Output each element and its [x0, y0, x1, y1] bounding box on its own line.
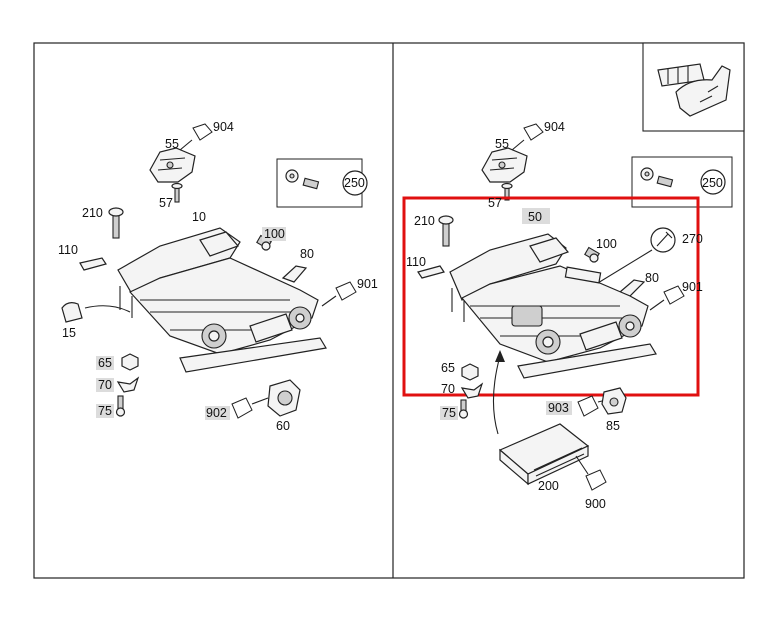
seat-switch-icon	[657, 63, 731, 117]
connector-904-right	[511, 123, 544, 151]
control-module-200	[498, 423, 590, 486]
bracket-80	[281, 265, 308, 283]
label-75-right: 75	[442, 406, 456, 420]
part-85	[601, 387, 627, 415]
label-65-bg	[96, 356, 114, 370]
bolt-210-right	[438, 215, 454, 247]
label-55-right: 55	[495, 137, 509, 151]
label-85: 85	[606, 419, 620, 433]
seat-frame-10	[117, 227, 327, 373]
label-110-right: 110	[406, 255, 426, 269]
clip-70-right	[460, 382, 484, 399]
label-901-right: 901	[682, 280, 703, 294]
clip-110-right	[417, 265, 445, 279]
label-210-right: 210	[414, 214, 435, 228]
label-50-bg	[522, 208, 550, 224]
label-904-right: 904	[544, 120, 565, 134]
label-70-right: 70	[441, 382, 455, 396]
diagram-frame	[33, 42, 745, 579]
clip-110	[79, 257, 107, 271]
label-75: 75	[98, 404, 112, 418]
connector-903	[577, 395, 607, 417]
label-65: 65	[98, 356, 112, 370]
seat-frame-50	[449, 233, 657, 379]
left-panel	[61, 123, 368, 419]
label-10: 10	[192, 210, 206, 224]
label-110: 110	[58, 243, 78, 257]
bolt-210	[108, 207, 124, 239]
part-55-switch-right	[481, 147, 528, 183]
label-57-right: 57	[488, 196, 502, 210]
label-250-left: 250	[344, 176, 365, 190]
label-270: 270	[682, 232, 703, 246]
label-60: 60	[276, 419, 290, 433]
motor-60	[267, 379, 301, 417]
label-70: 70	[98, 378, 112, 392]
label-80: 80	[300, 247, 314, 261]
label-55: 55	[165, 137, 179, 151]
part-55-switch	[149, 147, 196, 183]
label-900: 900	[585, 497, 606, 511]
label-65-right: 65	[441, 361, 455, 375]
label-100-bg	[262, 227, 286, 241]
screw-100	[256, 234, 272, 251]
label-902: 902	[206, 406, 227, 420]
screw-57	[171, 182, 183, 203]
label-100-right: 100	[596, 237, 617, 251]
connector-901-right	[649, 285, 685, 311]
screw-100-right	[584, 246, 600, 263]
bolt-75	[115, 395, 126, 417]
label-901: 901	[357, 277, 378, 291]
label-15: 15	[62, 326, 76, 340]
seat-switch-inset	[642, 42, 745, 132]
inset-250	[276, 158, 368, 208]
label-903-bg	[546, 401, 572, 415]
nut-65	[121, 353, 139, 371]
label-80-right: 80	[645, 271, 659, 285]
connector-902	[231, 397, 269, 419]
label-75-bg	[96, 404, 114, 418]
label-210: 210	[82, 206, 103, 220]
connector-901	[321, 281, 357, 307]
bolt-75-right	[458, 399, 469, 419]
label-70-bg	[96, 378, 114, 392]
connector-900	[575, 455, 607, 491]
nut-65-right	[461, 363, 479, 381]
label-200: 200	[538, 479, 559, 493]
highlight-box	[402, 196, 700, 397]
screw-57-right	[501, 182, 513, 201]
label-904: 904	[213, 120, 234, 134]
clip-70	[116, 376, 140, 393]
label-250-right: 250	[702, 176, 723, 190]
label-57: 57	[159, 196, 173, 210]
inset-250-right	[631, 156, 733, 208]
right-panel	[402, 42, 745, 491]
label-903: 903	[548, 401, 569, 415]
connector-904	[179, 123, 213, 151]
label-902-bg	[205, 406, 230, 420]
cap-15	[61, 302, 83, 323]
label-75-right-bg	[440, 406, 458, 420]
arrow-icon	[492, 350, 505, 435]
label-100: 100	[264, 227, 285, 241]
label-50: 50	[528, 210, 542, 224]
